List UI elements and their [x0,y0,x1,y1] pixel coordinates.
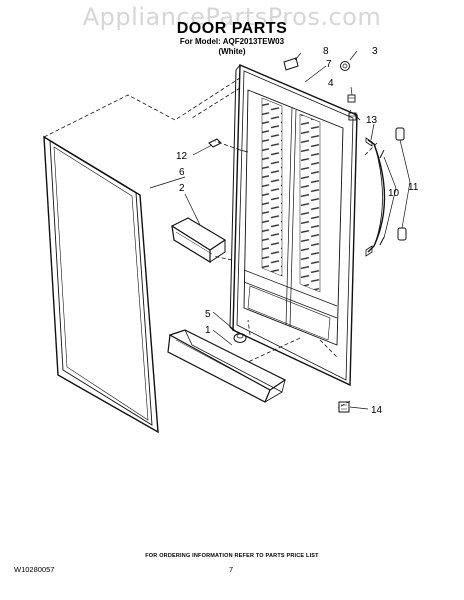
top-hinge-parts [283,57,350,71]
callout-7: 7 [326,59,332,70]
callout-11: 11 [408,182,419,193]
callout-1: 1 [205,325,211,336]
upper-door-bin [170,217,227,264]
handle-screws [379,149,385,246]
door-gasket [43,135,159,434]
callout-14: 14 [371,405,383,416]
lower-door-bin [167,329,287,403]
callout-2: 2 [179,183,185,194]
ordering-note: FOR ORDERING INFORMATION REFER TO PARTS … [145,553,319,559]
door-handle [365,137,386,257]
callout-12: 12 [176,151,188,162]
page-title: DOOR PARTS [176,20,288,37]
callout-10: 10 [388,188,400,199]
leader-lines [149,50,411,410]
page-number: 7 [229,565,234,574]
callout-5: 5 [205,309,211,320]
callout-6: 6 [179,167,185,178]
door-liner [229,63,358,387]
watermark: AppliancePartsPros.com [82,3,382,31]
callout-4: 4 [328,78,334,89]
shelf-stud [233,333,247,343]
callout-8: 8 [323,46,329,57]
callout-13: 13 [366,115,378,126]
shelf-clip [208,138,222,148]
color-line: (White) [218,47,246,56]
bottom-hinge [338,401,350,413]
document-code: W10280057 [14,565,55,574]
hinge-screws [347,94,357,121]
model-line: For Model: AQF2013TEW03 [179,37,285,46]
callout-3: 3 [372,46,378,57]
